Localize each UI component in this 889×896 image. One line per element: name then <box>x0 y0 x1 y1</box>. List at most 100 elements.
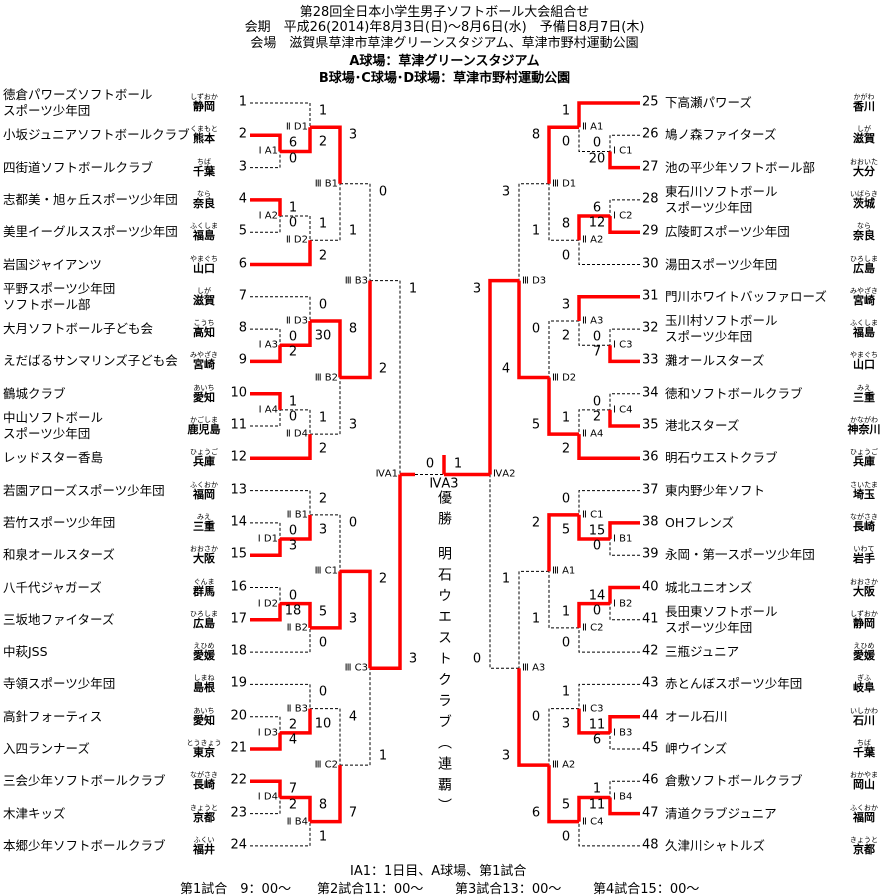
team-name: オール石川 <box>665 708 728 724</box>
prefecture-reading: やまぐち <box>850 351 878 360</box>
team-number: 43 <box>642 675 659 691</box>
bracket-line-IC4-top <box>609 393 640 410</box>
team-number: 39 <box>642 546 659 562</box>
bracket-line-IIC3-top <box>578 683 640 709</box>
match-code-label: Ⅰ C1 <box>613 145 633 157</box>
prefecture-name: 埼玉 <box>852 487 875 501</box>
team-number: 7 <box>238 288 247 304</box>
prefecture-reading: いしかわ <box>850 706 878 715</box>
team-number: 26 <box>642 126 659 142</box>
prefecture-name: 三重 <box>853 390 875 404</box>
match-score: 1 <box>378 748 388 764</box>
prefecture-reading: ぐんま <box>193 577 215 586</box>
match-score: 3 <box>318 522 328 538</box>
team-prefecture: ひょうご兵庫 <box>190 449 218 468</box>
match-score: 0 <box>592 394 602 410</box>
match-code-label: Ⅱ B3 <box>286 702 308 714</box>
team-name: 長田東ソフトボール スポーツ少年団 <box>665 603 778 635</box>
team-prefecture: ながさき長崎 <box>850 513 878 532</box>
prefecture-reading: えひめ <box>853 642 875 651</box>
team-prefecture: しずおか静岡 <box>190 94 218 113</box>
prefecture-reading: かながわ <box>850 416 878 424</box>
team-number: 12 <box>230 449 247 465</box>
team-name: 広陵町スポーツ少年団 <box>665 224 790 240</box>
team-number: 37 <box>642 482 659 498</box>
prefecture-name: 神奈川 <box>847 423 881 436</box>
match-score: 0 <box>288 588 298 604</box>
team-prefecture: いばらき茨城 <box>850 190 878 209</box>
bracket-line-IIC4-top <box>577 795 610 822</box>
match-code-label: Ⅰ D2 <box>257 597 278 609</box>
match-code-label: Ⅰ A4 <box>258 404 278 416</box>
bracket-line-IIIC2-bottom <box>310 765 342 824</box>
match-score: 2 <box>561 441 571 457</box>
bracket-line-IC3-top <box>609 328 640 346</box>
prefecture-reading: みえ <box>857 383 871 392</box>
team-name: 赤とんぼスポーツ少年団 <box>665 676 803 692</box>
prefecture-name: 愛媛 <box>853 649 875 663</box>
bracket-line-IIID2-bottom <box>547 377 579 436</box>
team-prefecture: かながわ神奈川 <box>847 416 881 436</box>
prefecture-reading: なら <box>857 222 871 231</box>
match-code-label: Ⅱ D3 <box>285 315 308 327</box>
match-code-label: Ⅲ D1 <box>552 178 577 189</box>
match-code-label: Ⅰ D1 <box>257 533 278 545</box>
match-score: 1 <box>531 223 541 239</box>
match-code-label: Ⅲ C2 <box>314 759 338 771</box>
prefecture-name: 岡山 <box>853 778 875 792</box>
prefecture-name: 京都 <box>193 810 215 824</box>
prefecture-reading: しまね <box>193 674 215 683</box>
match-score: 0 <box>592 329 602 345</box>
match-score: 0 <box>288 409 298 425</box>
team-prefecture: かがわ香川 <box>853 94 875 113</box>
team-number: 23 <box>230 805 247 821</box>
team-prefecture: きょうと京都 <box>190 804 218 824</box>
bracket-line-IIIC1-bottom <box>310 571 342 630</box>
match-score: 18 <box>284 603 302 619</box>
bracket-line-IVA1-bottom <box>370 474 402 670</box>
bracket-line-IIIC1-top <box>310 514 341 572</box>
team-prefecture: ひろしま広島 <box>190 610 218 629</box>
prefecture-name: 福井 <box>193 842 215 856</box>
final-match-label: ⅣA3 <box>429 476 459 492</box>
team-number: 41 <box>642 611 659 627</box>
match-score: 1 <box>592 781 602 797</box>
bracket-line-IIIC3-bottom <box>340 668 371 766</box>
match-score: 2 <box>378 361 388 377</box>
bracket-line-IB4-top <box>609 780 640 798</box>
bracket-line-IIIA3-top <box>518 570 549 669</box>
team-number: 3 <box>238 159 247 175</box>
team-name: 明石ウエストクラブ <box>665 450 778 466</box>
match-score: 2 <box>318 248 328 264</box>
team-name: 三坂地ファイターズ <box>3 611 115 627</box>
match-score: 6 <box>531 805 541 821</box>
team-prefecture: こうち高知 <box>193 320 215 339</box>
bracket-line-IB4-bottom <box>608 797 640 816</box>
match-score: 1 <box>288 394 298 410</box>
team-number: 36 <box>642 449 659 465</box>
team-prefecture: おおさか大阪 <box>850 578 878 597</box>
bracket-line-IC3-bottom <box>608 345 640 364</box>
prefecture-reading: ふくおか <box>850 803 878 812</box>
prefecture-reading: さいたま <box>850 480 878 489</box>
team-name: 鳩ノ森ファイターズ <box>665 127 777 143</box>
match-score: 5 <box>561 797 571 813</box>
prefecture-name: 群馬 <box>193 584 215 598</box>
team-prefecture: ぐんま群馬 <box>193 577 215 598</box>
match-score: 3 <box>288 538 298 554</box>
match-score: 3 <box>501 184 511 200</box>
team-number: 11 <box>230 417 247 433</box>
match-score: 5 <box>561 522 571 538</box>
match-score: 1 <box>348 223 358 239</box>
prefecture-reading: ふくしま <box>190 222 218 231</box>
match-score: 6 <box>288 135 298 151</box>
bracket-line-IID4-bottom <box>250 434 312 461</box>
bracket-line-IIIC2-top <box>310 708 341 766</box>
match-score: 0 <box>531 709 541 725</box>
team-number: 21 <box>230 740 247 756</box>
bracket-line-IIID1-top <box>547 125 579 184</box>
bracket-line-IIB2-top <box>280 601 312 628</box>
bracket-line-IIIA3-bottom <box>517 668 549 767</box>
match-code-label: Ⅱ A1 <box>582 121 604 133</box>
prefecture-name: 石川 <box>853 713 875 727</box>
